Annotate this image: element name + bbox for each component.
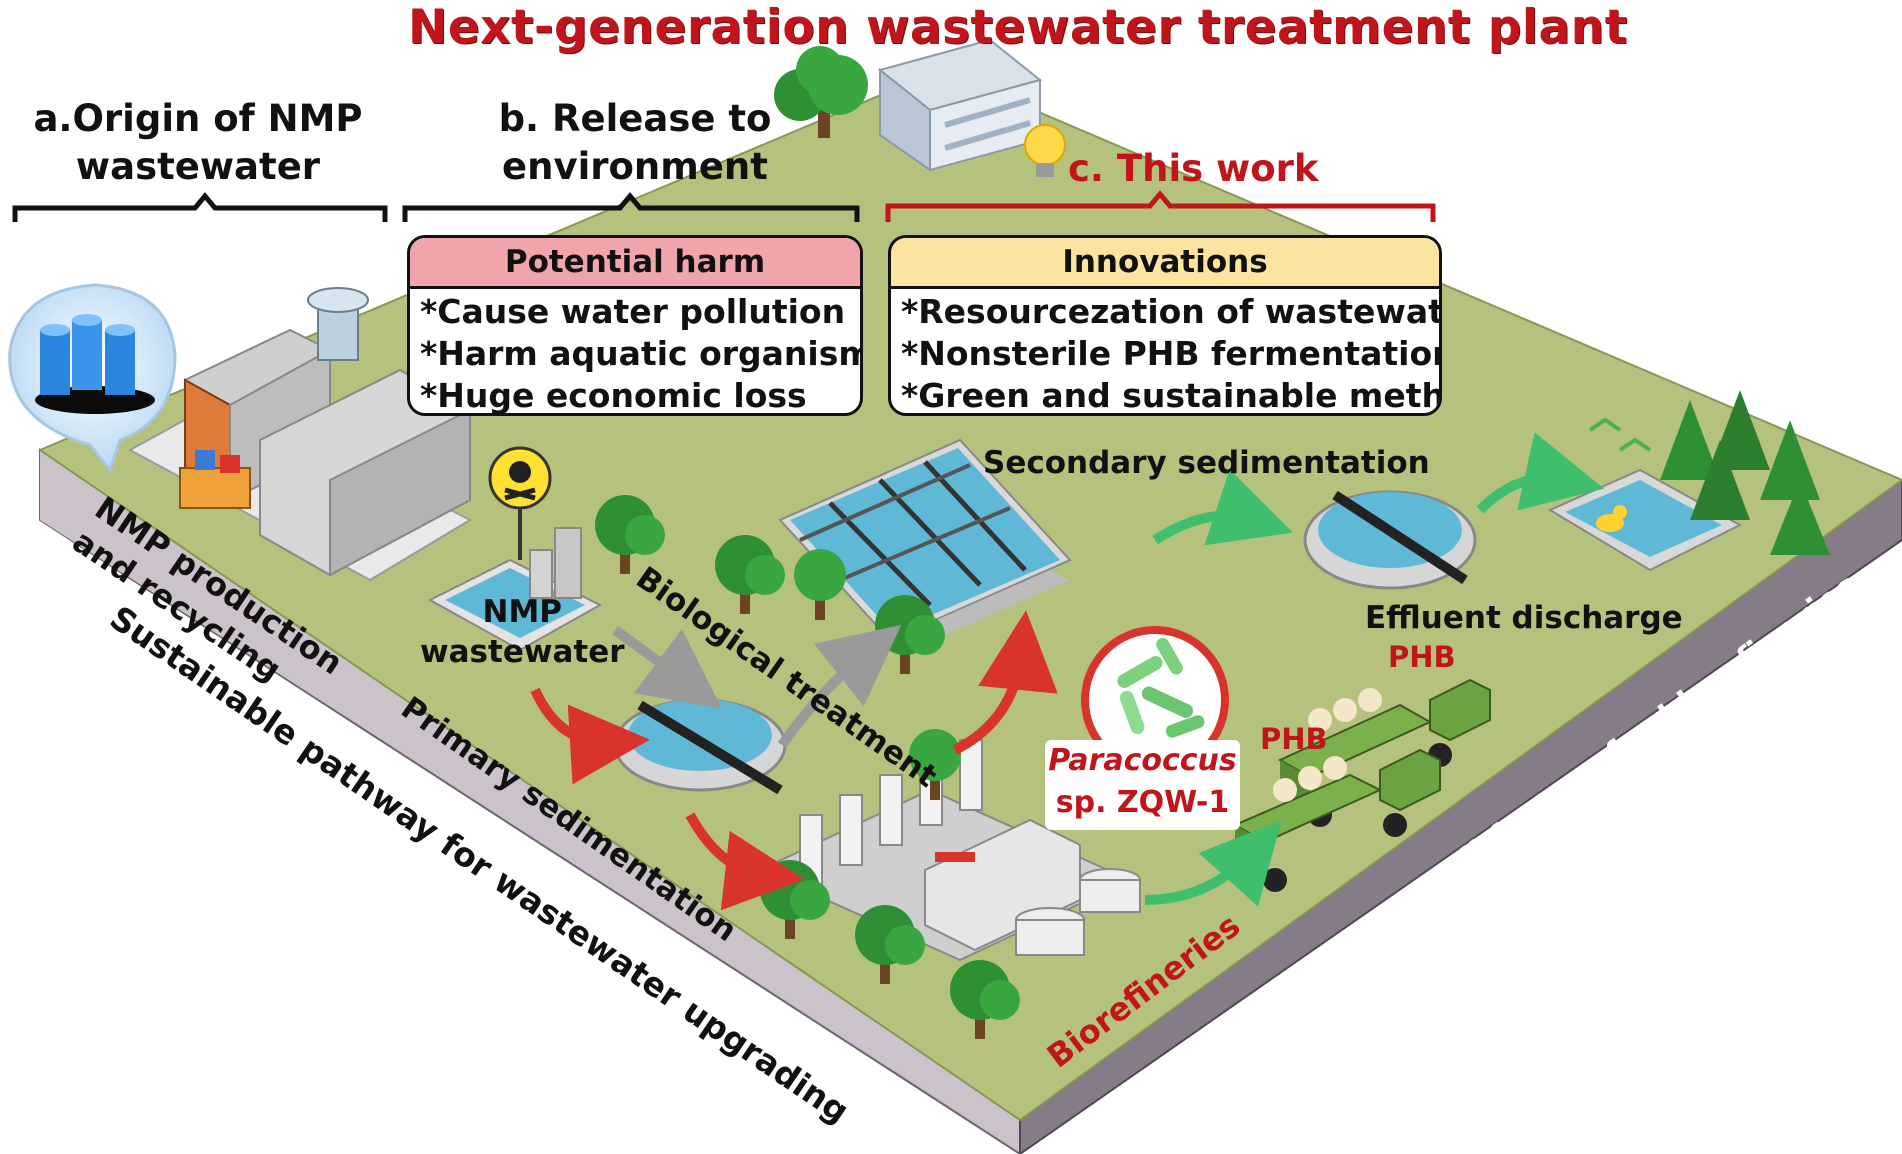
innovations-item: *Resourcezation of wastewater — [901, 292, 1442, 331]
section-a-line-1: a.Origin of NMP — [33, 97, 363, 140]
tree-icon — [794, 549, 846, 620]
flow-arrow-red — [530, 687, 650, 785]
bracket-b — [402, 192, 860, 222]
office-building-icon — [877, 38, 1043, 172]
potential-harm-item: *Harm aquatic organisms — [420, 334, 863, 373]
nmp-wastewater-line-2: wastewater — [420, 634, 625, 670]
potential-harm-list: *Cause water pollution *Harm aquatic org… — [410, 289, 863, 415]
nmp-wastewater-label: NMP wastewater — [420, 592, 625, 672]
flow-arrow-green — [1152, 469, 1293, 546]
bracket-a — [12, 192, 388, 222]
nmp-wastewater-pool-icon — [427, 527, 603, 652]
nmp-factory-icon — [127, 287, 473, 582]
innovations-item: *Nonsterile PHB fermentation — [901, 334, 1442, 373]
potential-harm-box: Potential harm *Cause water pollution *H… — [407, 235, 863, 416]
flow-arrow-green — [1144, 820, 1282, 907]
primary-clarifier-icon — [613, 698, 787, 795]
phb-label: PHB — [1260, 722, 1328, 756]
nmp-wastewater-line-1: NMP — [482, 594, 563, 630]
potential-harm-item: *Cause water pollution — [420, 292, 846, 331]
innovations-header: Innovations — [891, 238, 1439, 289]
flow-arrow-grey — [777, 625, 902, 748]
secondary-sedimentation-label: Secondary sedimentation — [983, 445, 1430, 481]
diagram-title: Next-generation wastewater treatment pla… — [408, 0, 1628, 55]
section-a-line-2: wastewater — [75, 145, 321, 188]
toxic-hazard-icon — [488, 446, 552, 560]
section-b-heading: b. Release to environment — [480, 95, 790, 191]
potential-harm-item: *Huge economic loss — [420, 376, 807, 415]
strain-genus: Paracoccus — [1048, 743, 1237, 778]
tree-icon — [855, 905, 925, 984]
strain-label: Paracoccus sp. ZQW-1 — [1045, 740, 1240, 830]
tree-icon — [715, 535, 785, 614]
innovations-box: Innovations *Resourcezation of wastewate… — [888, 235, 1442, 416]
section-a-heading: a.Origin of NMP wastewater — [28, 95, 368, 191]
innovations-list: *Resourcezation of wastewater *Nonsteril… — [891, 289, 1442, 415]
section-c-heading: c. This work — [1068, 147, 1319, 190]
tree-icon — [909, 729, 961, 800]
section-b-line-2: environment — [502, 145, 768, 188]
strain-id: sp. ZQW-1 — [1055, 785, 1230, 820]
tree-icon — [774, 46, 868, 138]
flow-arrow-green — [1476, 432, 1605, 514]
lightbulb-icon — [1024, 124, 1066, 177]
flow-arrow-red — [952, 610, 1058, 755]
aeration-tanks-icon — [778, 438, 1072, 655]
barrels-bubble-icon — [8, 283, 177, 474]
section-b-line-1: b. Release to — [498, 97, 772, 140]
phb-label: PHB — [1388, 640, 1456, 674]
effluent-discharge-label: Effluent discharge — [1365, 600, 1683, 636]
flow-arrow-red — [685, 812, 805, 911]
bracket-c — [885, 190, 1436, 222]
tree-icon — [595, 495, 665, 574]
tree-icon — [950, 960, 1020, 1039]
potential-harm-header: Potential harm — [410, 238, 860, 289]
innovations-item: *Green and sustainable method — [901, 376, 1442, 415]
secondary-clarifier-icon — [1303, 490, 1477, 590]
slab-left-face — [40, 450, 1020, 1150]
flow-arrow-grey — [612, 625, 723, 709]
